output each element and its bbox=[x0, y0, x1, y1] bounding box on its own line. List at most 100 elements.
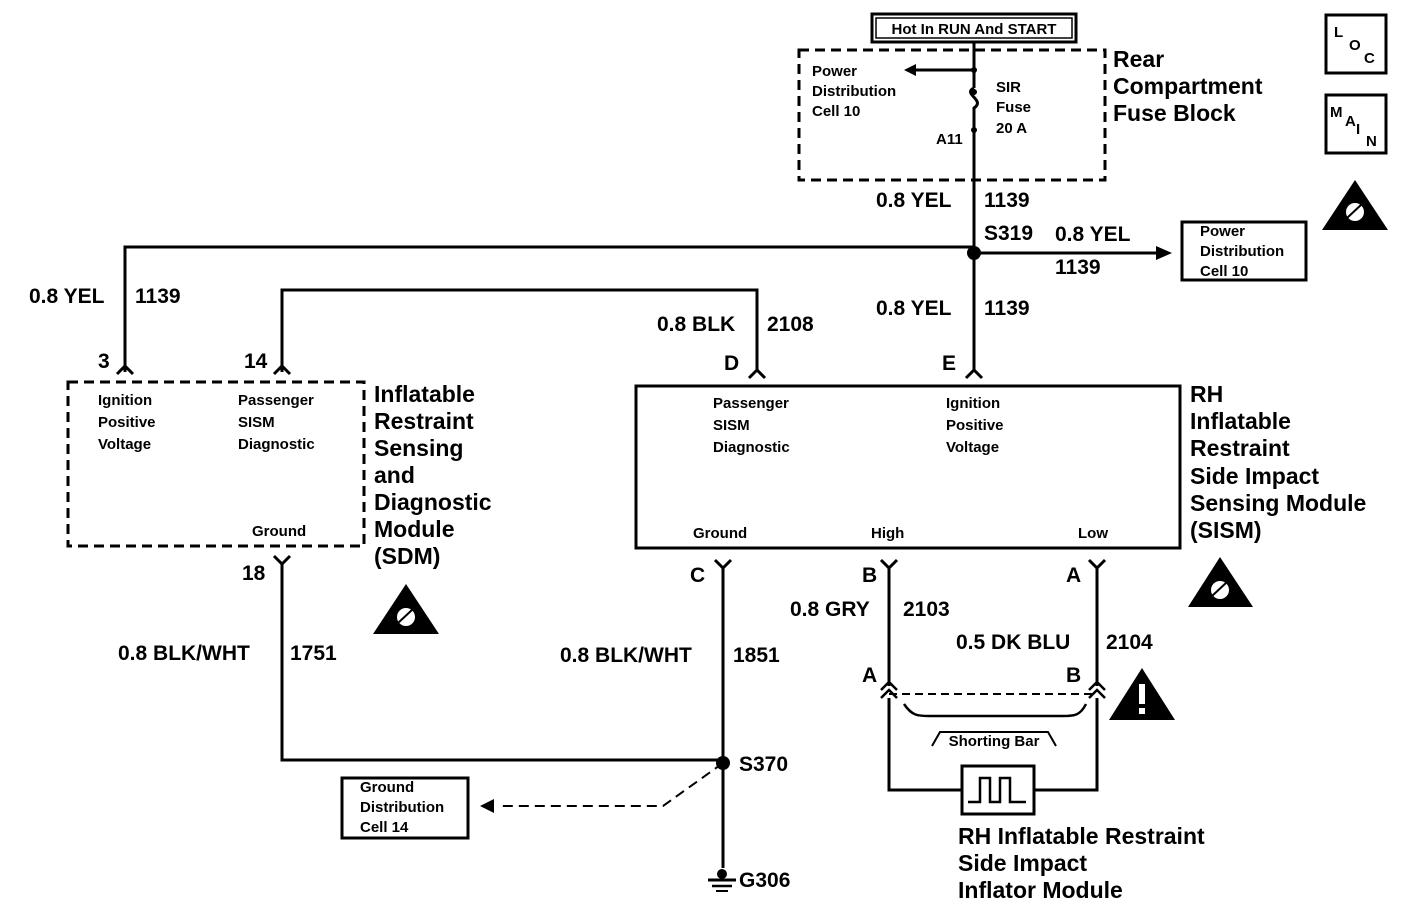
svg-text:Diagnostic: Diagnostic bbox=[374, 489, 492, 515]
svg-text:M: M bbox=[1330, 104, 1343, 121]
fuse-icon bbox=[969, 86, 979, 130]
svg-text:1139: 1139 bbox=[1055, 256, 1101, 279]
svg-text:1139: 1139 bbox=[135, 285, 181, 308]
svg-text:1139: 1139 bbox=[984, 189, 1030, 212]
connector-b bbox=[879, 558, 899, 571]
svg-text:C: C bbox=[1364, 50, 1375, 67]
svg-text:2108: 2108 bbox=[767, 313, 814, 336]
header-text: Hot In RUN And START bbox=[892, 21, 1057, 38]
svg-text:Cell 14: Cell 14 bbox=[360, 819, 409, 836]
svg-text:Distribution: Distribution bbox=[1200, 243, 1284, 260]
svg-text:Power: Power bbox=[812, 63, 857, 80]
sism-name: RH Inflatable Restraint Side Impact Sens… bbox=[1190, 381, 1366, 543]
svg-text:Restraint: Restraint bbox=[374, 408, 474, 434]
sdm-name: Inflatable Restraint Sensing and Diagnos… bbox=[374, 381, 492, 569]
svg-text:Side Impact: Side Impact bbox=[958, 850, 1087, 876]
svg-text:14: 14 bbox=[244, 350, 268, 373]
svg-text:0.8 YEL: 0.8 YEL bbox=[876, 189, 952, 212]
svg-text:C: C bbox=[690, 564, 705, 587]
main-icon: M A I N bbox=[1324, 93, 1388, 155]
connector-c bbox=[713, 558, 733, 571]
ground-symbol-icon bbox=[708, 869, 736, 892]
inflator-name: RH Inflatable Restraint Side Impact Infl… bbox=[958, 823, 1205, 903]
inflator-connector-a bbox=[880, 680, 898, 691]
svg-text:Voltage: Voltage bbox=[946, 439, 999, 456]
svg-text:Inflatable: Inflatable bbox=[1190, 408, 1291, 434]
svg-text:Sensing Module: Sensing Module bbox=[1190, 490, 1366, 516]
inflator-module-icon bbox=[960, 764, 1036, 816]
svg-text:L: L bbox=[1334, 24, 1343, 41]
svg-text:Fuse: Fuse bbox=[996, 99, 1031, 116]
esd-warning-icon bbox=[1322, 180, 1388, 230]
connector-a bbox=[1087, 558, 1107, 571]
svg-text:20 A: 20 A bbox=[996, 120, 1027, 137]
svg-text:Diagnostic: Diagnostic bbox=[238, 436, 315, 453]
svg-text:18: 18 bbox=[242, 562, 266, 585]
svg-text:A11: A11 bbox=[936, 131, 963, 148]
svg-text:A: A bbox=[862, 664, 877, 687]
svg-text:O: O bbox=[1349, 37, 1361, 54]
svg-text:E: E bbox=[942, 352, 956, 375]
svg-text:Inflator Module: Inflator Module bbox=[958, 877, 1123, 903]
sism-module: D E Passenger SISM Diagnostic Ignition P… bbox=[634, 352, 1182, 550]
svg-text:and: and bbox=[374, 462, 415, 488]
svg-text:Ignition: Ignition bbox=[98, 392, 152, 409]
svg-text:0.8 BLK/WHT: 0.8 BLK/WHT bbox=[560, 644, 692, 667]
svg-text:Distribution: Distribution bbox=[812, 83, 896, 100]
svg-text:Module: Module bbox=[374, 516, 455, 542]
caution-warning-icon bbox=[1109, 668, 1175, 720]
svg-text:0.8 YEL: 0.8 YEL bbox=[29, 285, 105, 308]
svg-text:0.5 DK BLU: 0.5 DK BLU bbox=[956, 631, 1070, 654]
hot-in-run-start-box: Hot In RUN And START bbox=[870, 12, 1078, 44]
svg-text:2103: 2103 bbox=[903, 598, 950, 621]
svg-text:I: I bbox=[1356, 121, 1360, 138]
inflator-connector-b bbox=[1088, 680, 1106, 691]
connector-3 bbox=[115, 363, 135, 376]
svg-text:Ground: Ground bbox=[252, 523, 306, 540]
svg-text:Passenger: Passenger bbox=[713, 395, 789, 412]
svg-text:(SISM): (SISM) bbox=[1190, 517, 1262, 543]
connector-18 bbox=[272, 554, 292, 567]
connector-14 bbox=[272, 363, 292, 376]
svg-text:Voltage: Voltage bbox=[98, 436, 151, 453]
svg-text:N: N bbox=[1366, 133, 1377, 150]
svg-text:RH: RH bbox=[1190, 381, 1223, 407]
svg-text:Diagnostic: Diagnostic bbox=[713, 439, 790, 456]
svg-text:Compartment: Compartment bbox=[1113, 73, 1263, 99]
svg-text:High: High bbox=[871, 525, 904, 542]
svg-text:B: B bbox=[862, 564, 877, 587]
svg-text:Shorting Bar: Shorting Bar bbox=[949, 733, 1040, 750]
svg-text:Ground: Ground bbox=[693, 525, 747, 542]
svg-text:Power: Power bbox=[1200, 223, 1245, 240]
svg-text:0.8 YEL: 0.8 YEL bbox=[1055, 223, 1131, 246]
svg-text:SISM: SISM bbox=[238, 414, 275, 431]
sdm-module: 3 14 Ignition Positive Voltage Passenger… bbox=[66, 350, 366, 585]
svg-text:Ignition: Ignition bbox=[946, 395, 1000, 412]
svg-text:0.8 BLK/WHT: 0.8 BLK/WHT bbox=[118, 642, 250, 665]
svg-text:Cell 10: Cell 10 bbox=[1200, 263, 1248, 280]
svg-text:Positive: Positive bbox=[946, 417, 1004, 434]
svg-text:Inflatable: Inflatable bbox=[374, 381, 475, 407]
connector-d bbox=[747, 367, 767, 380]
svg-text:Low: Low bbox=[1078, 525, 1108, 542]
svg-text:A: A bbox=[1345, 113, 1356, 130]
svg-text:S319: S319 bbox=[984, 222, 1033, 245]
svg-text:1139: 1139 bbox=[984, 297, 1030, 320]
svg-text:2104: 2104 bbox=[1106, 631, 1153, 654]
fuse-block-name: Rear bbox=[1113, 46, 1164, 72]
svg-text:3: 3 bbox=[98, 350, 110, 373]
power-distribution-cell10-box: Power Distribution Cell 10 bbox=[1180, 220, 1308, 282]
svg-text:Distribution: Distribution bbox=[360, 799, 444, 816]
svg-text:Cell 10: Cell 10 bbox=[812, 103, 860, 120]
svg-text:B: B bbox=[1066, 664, 1081, 687]
svg-text:Positive: Positive bbox=[98, 414, 156, 431]
svg-text:Passenger: Passenger bbox=[238, 392, 314, 409]
svg-text:S370: S370 bbox=[739, 753, 788, 776]
svg-text:Restraint: Restraint bbox=[1190, 435, 1290, 461]
svg-text:0.8 GRY: 0.8 GRY bbox=[790, 598, 870, 621]
rear-fuse-block: Power Distribution Cell 10 SIR Fuse 20 A… bbox=[797, 48, 1107, 182]
svg-text:Ground: Ground bbox=[360, 779, 414, 796]
svg-text:D: D bbox=[724, 352, 739, 375]
svg-text:Sensing: Sensing bbox=[374, 435, 463, 461]
